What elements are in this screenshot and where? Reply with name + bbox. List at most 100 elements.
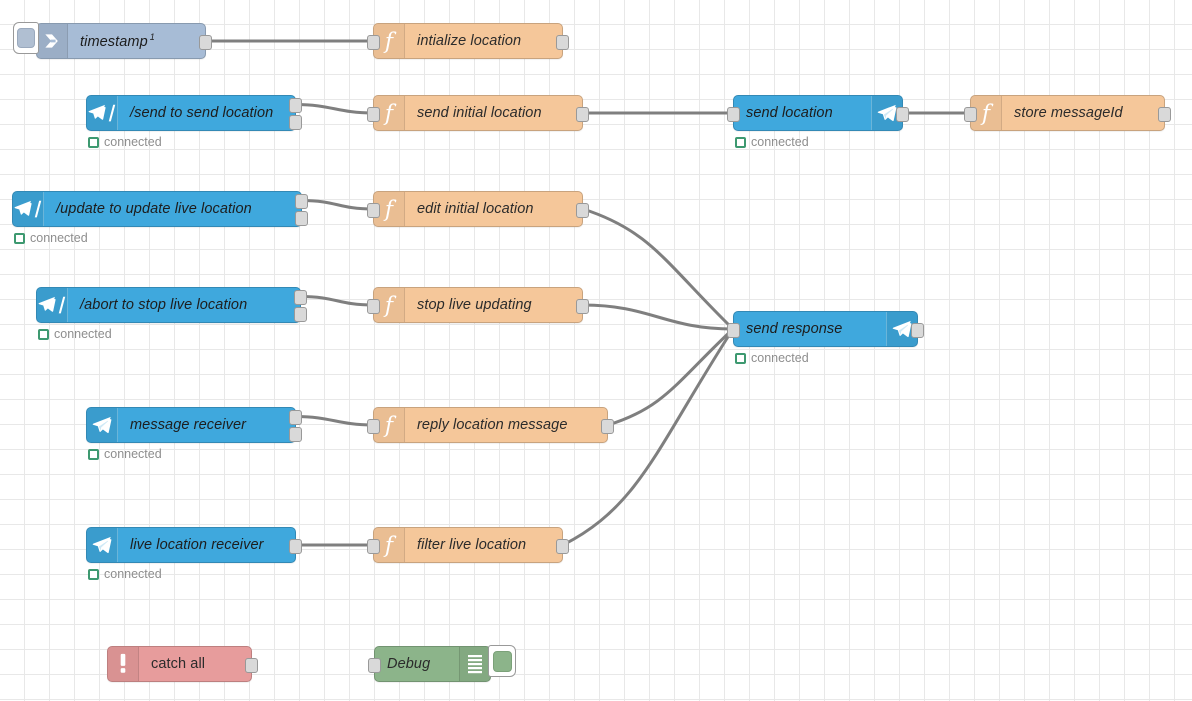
- debug-toggle-button[interactable]: [488, 645, 516, 677]
- output-port[interactable]: [245, 657, 258, 673]
- output-port[interactable]: [294, 290, 307, 305]
- output-port[interactable]: [289, 427, 302, 442]
- output-port[interactable]: [295, 194, 308, 209]
- node-label: edit initial location: [417, 201, 534, 217]
- status-label: connected: [751, 135, 809, 149]
- node-status-abort-command: connected: [38, 327, 112, 341]
- input-port[interactable]: [727, 106, 740, 122]
- node-debug[interactable]: Debug: [368, 645, 516, 682]
- node-store-messageid[interactable]: f store messageId: [964, 95, 1171, 131]
- node-send-location[interactable]: send location: [727, 95, 909, 131]
- input-port[interactable]: [367, 106, 380, 122]
- status-label: connected: [104, 567, 162, 581]
- input-port[interactable]: [367, 298, 380, 314]
- node-label: send location: [746, 105, 833, 121]
- input-port[interactable]: [727, 322, 740, 338]
- status-label: connected: [104, 447, 162, 461]
- wire-stop-live-to-send-response[interactable]: [581, 303, 735, 331]
- output-port[interactable]: [1158, 106, 1171, 122]
- node-label: live location receiver: [130, 537, 264, 553]
- wire-message-receiver-to-reply-location[interactable]: [294, 415, 375, 427]
- node-label: stop live updating: [417, 297, 532, 313]
- node-abort-command[interactable]: /abort to stop live location: [36, 287, 307, 323]
- node-status-send-location: connected: [735, 135, 809, 149]
- status-label: connected: [30, 231, 88, 245]
- status-square-icon: [38, 328, 49, 340]
- node-body: f store messageId: [971, 96, 1164, 130]
- svg-text:f: f: [980, 101, 994, 125]
- node-label: Debug: [387, 656, 431, 672]
- wire-reply-location-to-send-response[interactable]: [606, 327, 735, 427]
- input-port[interactable]: [367, 418, 380, 434]
- svg-text:f: f: [383, 293, 397, 317]
- wire-abort-command-to-stop-live[interactable]: [299, 295, 375, 307]
- input-port[interactable]: [367, 34, 380, 50]
- output-port[interactable]: [556, 538, 569, 554]
- input-port[interactable]: [367, 538, 380, 554]
- input-port[interactable]: [368, 657, 381, 673]
- input-port[interactable]: [964, 106, 977, 122]
- input-port[interactable]: [367, 202, 380, 218]
- node-label: store messageId: [1014, 105, 1123, 121]
- node-label: /send to send location: [130, 105, 274, 121]
- node-message-receiver[interactable]: message receiver: [86, 407, 302, 443]
- output-port[interactable]: [289, 410, 302, 425]
- node-update-command[interactable]: /update to update live location: [12, 191, 308, 227]
- output-port[interactable]: [576, 106, 589, 122]
- node-label: message receiver: [130, 417, 247, 433]
- output-port[interactable]: [576, 202, 589, 218]
- status-label: connected: [751, 351, 809, 365]
- node-body: send location: [734, 96, 902, 130]
- node-live-receiver[interactable]: live location receiver: [86, 527, 302, 563]
- output-port[interactable]: [576, 298, 589, 314]
- node-status-send-command: connected: [88, 135, 162, 149]
- status-square-icon: [735, 136, 746, 148]
- status-square-icon: [88, 568, 99, 580]
- node-body: /update to update live location: [13, 192, 301, 226]
- telegram-plane-icon: [87, 408, 118, 442]
- output-port[interactable]: [295, 211, 308, 226]
- output-port[interactable]: [289, 538, 302, 554]
- node-body: Debug: [375, 647, 490, 681]
- node-body: catch all: [108, 647, 251, 681]
- inject-trigger-button[interactable]: [13, 22, 39, 54]
- node-label: send initial location: [417, 105, 542, 121]
- status-square-icon: [735, 352, 746, 364]
- node-catch-all[interactable]: catch all: [107, 646, 258, 682]
- function-f-icon: f: [374, 408, 405, 442]
- output-port[interactable]: [896, 106, 909, 122]
- svg-text:f: f: [383, 533, 397, 557]
- node-label: catch all: [151, 656, 206, 672]
- wire-send-command-to-send-initial[interactable]: [294, 103, 375, 115]
- debug-list-icon: [459, 647, 490, 681]
- node-status-send-response: connected: [735, 351, 809, 365]
- wire-update-command-to-edit-initial[interactable]: [300, 199, 375, 211]
- output-port[interactable]: [601, 418, 614, 434]
- node-label-superscript: 1: [149, 32, 155, 43]
- output-port[interactable]: [556, 34, 569, 50]
- wire-edit-initial-to-send-response[interactable]: [581, 207, 735, 331]
- output-port[interactable]: [289, 115, 302, 130]
- output-port[interactable]: [289, 98, 302, 113]
- output-port[interactable]: [911, 322, 924, 338]
- node-stop-live[interactable]: f stop live updating: [367, 287, 589, 323]
- inject-arrow-icon: [37, 24, 68, 58]
- output-port[interactable]: [294, 307, 307, 322]
- node-send-response[interactable]: send response: [727, 311, 924, 347]
- node-label: /abort to stop live location: [80, 297, 248, 313]
- output-port[interactable]: [199, 34, 212, 50]
- node-send-command[interactable]: /send to send location: [86, 95, 302, 131]
